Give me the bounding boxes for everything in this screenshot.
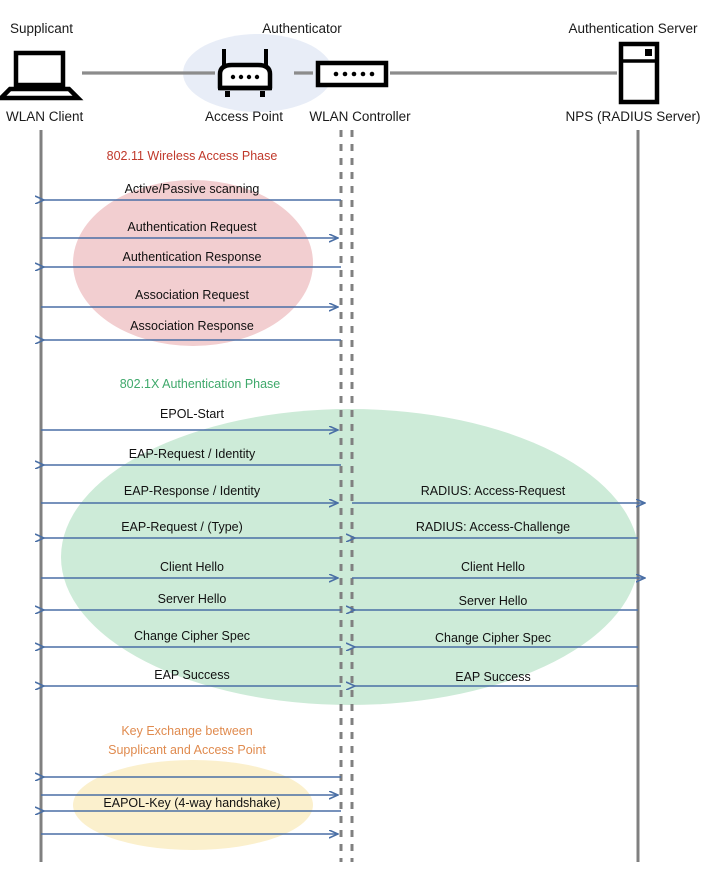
message-label-m10: EAP-Request / (Type) [121,520,243,534]
actor-role-auth-server: Authentication Server [568,21,698,36]
actor-role-supplicant: Supplicant [10,21,73,36]
message-label-m04: Association Request [135,288,249,302]
message-label-m05: Association Response [130,319,254,333]
message-label-m08: EAP-Response / Identity [124,484,261,498]
actor-device-nps: NPS (RADIUS Server) [565,109,700,124]
message-label-m11: RADIUS: Access-Challenge [416,520,570,534]
phase-label-key-exchange-line1: Key Exchange between [121,724,252,738]
phase-label-80211: 802.11 Wireless Access Phase [107,149,278,163]
message-label-m18: EAP Success [154,668,230,682]
actor-role-authenticator: Authenticator [262,21,342,36]
message-label-m19: EAP Success [455,670,531,684]
phase-key-exchange-ellipse [73,760,313,850]
message-label-m13: Client Hello [461,560,525,574]
phase-label-8021x: 802.1X Authentication Phase [120,377,281,391]
actor-device-supplicant: WLAN Client [6,109,84,124]
message-label-m03: Authentication Response [123,250,262,264]
message-label-m01: Active/Passive scanning [125,182,260,196]
wlan-controller-icon [315,60,389,88]
message-label-m09: RADIUS: Access-Request [421,484,566,498]
message-label-m15: Server Hello [459,594,528,608]
access-point-icon [217,49,273,97]
message-label-m07: EAP-Request / Identity [129,447,256,461]
phase-80211-ellipse [73,180,313,346]
actor-device-wlan-controller: WLAN Controller [309,109,411,124]
message-label-m02: Authentication Request [127,220,257,234]
server-icon [618,41,660,105]
message-label-m22: EAPOL-Key (4-way handshake) [103,796,280,810]
message-label-m06: EPOL-Start [160,407,224,421]
actor-device-access-point: Access Point [205,109,283,124]
message-label-m16: Change Cipher Spec [134,629,250,643]
phase-label-key-exchange-line2: Supplicant and Access Point [108,743,266,757]
message-label-m12: Client Hello [160,560,224,574]
laptop-icon [0,50,84,101]
message-label-m17: Change Cipher Spec [435,631,551,645]
phase-8021x-ellipse [61,409,639,705]
message-label-m14: Server Hello [158,592,227,606]
